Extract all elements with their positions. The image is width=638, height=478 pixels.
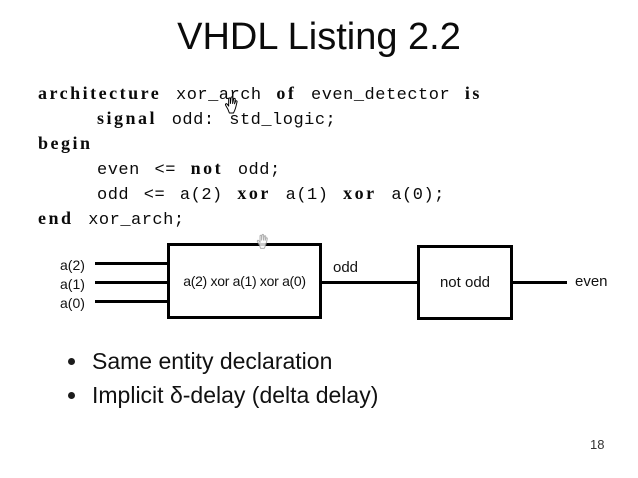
code-line: architecture xor_arch of even_detector i…: [38, 81, 482, 106]
code-text: odd;: [223, 161, 281, 180]
not-logic-box: not odd: [417, 245, 513, 320]
bullet-icon: [68, 391, 75, 399]
code-text: odd: std_logic;: [157, 111, 337, 130]
not-box-label: not odd: [439, 274, 491, 291]
bullet-text: Implicit δ-delay (delta delay): [92, 381, 379, 408]
code-line: odd <= a(2) xor a(1) xor a(0);: [38, 181, 482, 206]
code-keyword: signal: [97, 108, 158, 128]
xor-logic-box: a(2) xor a(1) xor a(0): [167, 243, 322, 319]
code-keyword: xor: [343, 183, 377, 203]
code-keyword: xor: [237, 183, 271, 203]
code-text: even <=: [97, 161, 191, 180]
hand-cursor-icon: [224, 96, 238, 114]
wire-even: [513, 281, 567, 284]
code-text: a(0);: [376, 186, 445, 205]
bullet-list: Same entity declaration Implicit δ-delay…: [68, 344, 378, 412]
code-text: odd <= a(2): [97, 186, 238, 205]
xor-box-label: a(2) xor a(1) xor a(0): [183, 273, 306, 289]
code-text: xor_arch;: [73, 211, 185, 230]
code-keyword: not: [190, 158, 224, 178]
code-line: begin: [38, 131, 482, 156]
code-line: end xor_arch;: [38, 206, 482, 231]
code-listing: architecture xor_arch of even_detector i…: [38, 81, 482, 231]
bullet-text: Same entity declaration: [92, 347, 333, 374]
code-text: even_detector: [296, 86, 465, 105]
slide-title: VHDL Listing 2.2: [177, 16, 461, 58]
code-text: a(1): [270, 186, 344, 205]
bullet-item: Implicit δ-delay (delta delay): [68, 378, 378, 412]
code-keyword: begin: [38, 133, 93, 153]
code-keyword: architecture: [38, 83, 162, 103]
code-text: xor_arch: [161, 86, 277, 105]
wire-a2: [95, 262, 169, 265]
page-number: 18: [590, 437, 605, 452]
code-keyword: end: [38, 208, 74, 228]
bullet-icon: [68, 357, 75, 365]
wire-label-odd: odd: [333, 259, 359, 276]
input-label-a1: a(1): [60, 276, 85, 292]
bullet-item: Same entity declaration: [68, 344, 378, 378]
output-label-even: even: [575, 273, 608, 290]
wire-a1: [95, 281, 169, 284]
code-line: signal odd: std_logic;: [38, 106, 482, 131]
hand-cursor-ghost-icon: [256, 233, 268, 249]
code-keyword: is: [464, 83, 482, 103]
input-label-a0: a(0): [60, 295, 85, 311]
wire-a0: [95, 300, 169, 303]
input-label-a2: a(2): [60, 257, 85, 273]
code-line: even <= not odd;: [38, 156, 482, 181]
wire-odd: [322, 281, 417, 284]
code-keyword: of: [276, 83, 297, 103]
